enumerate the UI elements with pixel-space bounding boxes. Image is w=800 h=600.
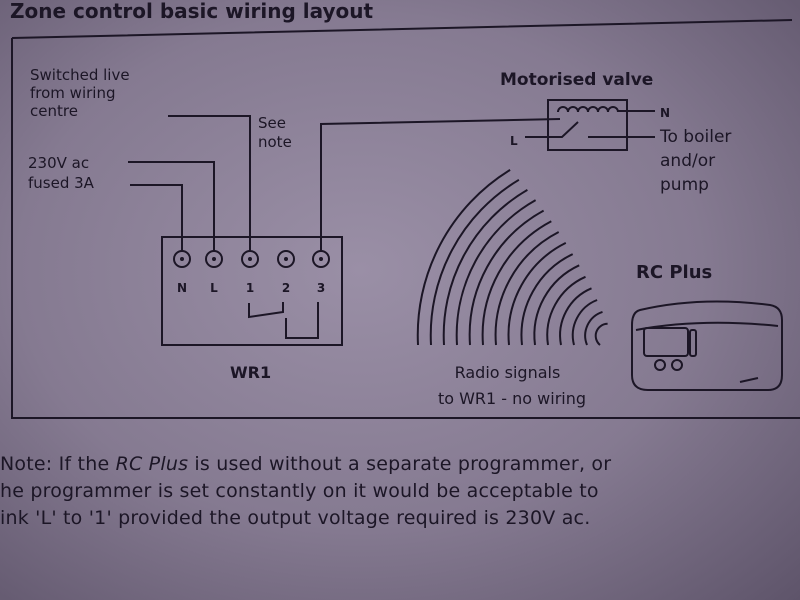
terminal-3 xyxy=(312,250,330,268)
diagram-title: Zone control basic wiring layout xyxy=(10,0,374,23)
switched-live-wire xyxy=(168,115,251,252)
radio-arc xyxy=(507,242,567,346)
link-2-3 xyxy=(285,302,319,339)
valve-coil xyxy=(557,106,619,113)
diagram-frame xyxy=(11,19,800,419)
terminal-labels: N L 1 2 3 xyxy=(177,281,325,295)
to-boiler-label: To boiler and/or pump xyxy=(659,127,737,195)
radio-arc xyxy=(429,178,520,346)
radio-arc xyxy=(546,275,586,346)
supply-label: 230V ac fused 3A xyxy=(28,154,95,192)
radio-label: Radio signals to WR1 - no wiring xyxy=(438,363,586,408)
note-line-3: ink 'L' to '1' provided the output volta… xyxy=(0,507,591,529)
wr1-label: WR1 xyxy=(230,363,271,382)
valve-box xyxy=(547,99,628,151)
link-1-2 xyxy=(248,302,284,319)
radio-arc xyxy=(584,310,603,346)
see-note-label: See note xyxy=(258,114,292,151)
radio-arc xyxy=(533,264,580,346)
radio-arc xyxy=(594,322,608,346)
neutral-wire xyxy=(130,184,183,252)
live-wire xyxy=(128,161,215,252)
radio-arc xyxy=(416,169,511,346)
wr1-box xyxy=(161,236,343,346)
terminal-n xyxy=(173,250,191,268)
radio-arc xyxy=(520,253,574,346)
radio-arc xyxy=(481,220,552,346)
note-line-1: Note: If the RC Plus is used without a s… xyxy=(0,453,612,475)
terminal-2 xyxy=(277,250,295,268)
radio-arc xyxy=(494,231,560,346)
svg-text:2: 2 xyxy=(282,281,290,295)
terminal-l xyxy=(205,250,223,268)
rc-plus-device-image xyxy=(631,300,783,391)
valve-switch xyxy=(525,121,655,138)
note-line-2: he programmer is set constantly on it wo… xyxy=(0,480,599,502)
terminal-block xyxy=(173,250,330,268)
valve-n-label: N xyxy=(660,106,670,120)
radio-arc xyxy=(571,299,598,346)
svg-text:L: L xyxy=(210,281,218,295)
radio-arc xyxy=(468,209,545,346)
svg-text:N: N xyxy=(177,281,187,295)
switched-live-label: Switched live from wiring centre xyxy=(30,66,134,120)
radio-signal-arcs xyxy=(416,169,608,346)
rc-plus-label: RC Plus xyxy=(636,262,712,283)
switched-output-wire xyxy=(320,118,561,252)
motorised-valve-label: Motorised valve xyxy=(500,70,653,90)
terminal-1 xyxy=(241,250,259,268)
radio-arc xyxy=(455,199,537,346)
radio-arc xyxy=(442,189,528,346)
svg-text:3: 3 xyxy=(317,281,325,295)
radio-arc xyxy=(559,287,592,346)
svg-text:1: 1 xyxy=(246,281,254,295)
valve-l-label: L xyxy=(510,134,518,148)
